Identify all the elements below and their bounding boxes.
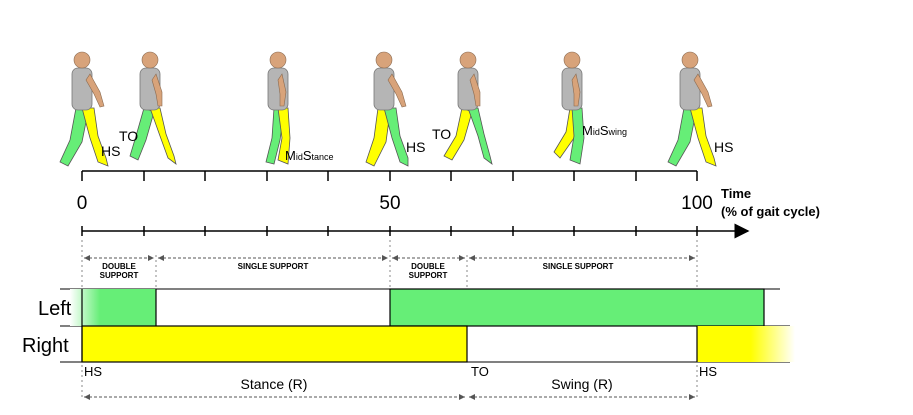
walker-figure-5 [443, 51, 493, 165]
right-bar-label: Right [22, 335, 69, 357]
head [459, 51, 477, 69]
walking-figures [59, 51, 717, 167]
figure-label-2: TO [119, 128, 138, 144]
axis-tick-labels: 0 50 100 [77, 193, 713, 214]
head [681, 51, 699, 69]
stance-leg-right [277, 107, 291, 165]
phase-labels: DOUBLE SUPPORT SINGLE SUPPORT DOUBLE SUP… [100, 262, 614, 280]
right-stance-bar [81, 325, 468, 363]
ground-line [81, 170, 698, 181]
walker-figure-2 [129, 51, 177, 165]
event-to-right: TO [471, 364, 489, 379]
figure-label-7: HS [714, 139, 733, 155]
head [73, 51, 91, 69]
bottom-events: HS TO HS Stance (R) Swing (R) [84, 364, 717, 392]
head [375, 51, 393, 69]
axis-title: Time (% of gait cycle) [721, 186, 820, 219]
stance-leg-right [689, 107, 717, 167]
figure-label-6: MidSwing [582, 123, 627, 138]
stance-label: Stance (R) [241, 376, 308, 392]
support-bars: Left Right [22, 288, 795, 363]
stance-leg-left [383, 107, 409, 167]
head [269, 51, 287, 69]
double-support-label-1a: DOUBLE [102, 262, 136, 271]
stance-leg-right [149, 107, 177, 165]
tick-label-0: 0 [77, 193, 88, 214]
single-support-label-2: SINGLE SUPPORT [543, 262, 614, 271]
torso [373, 67, 395, 111]
time-axis [81, 223, 750, 239]
walker-figure-3 [265, 51, 291, 165]
figure-label-5: TO [432, 126, 451, 142]
right-stance-bar-next [697, 326, 795, 362]
walker-figure-7 [667, 51, 717, 167]
arm [387, 73, 407, 108]
left-bar-label: Left [38, 298, 72, 320]
arm [571, 73, 581, 107]
head [563, 51, 581, 69]
walker-figure-1 [59, 51, 109, 167]
arm [693, 73, 713, 108]
figure-label-1: HS [101, 143, 120, 159]
double-support-label-2a: DOUBLE [411, 262, 445, 271]
arm [277, 73, 287, 107]
swing-label: Swing (R) [551, 376, 612, 392]
stance-leg-left [569, 107, 585, 165]
single-support-label-1: SINGLE SUPPORT [238, 262, 309, 271]
stance-leg-right [81, 107, 109, 167]
tick-label-100: 100 [681, 193, 713, 214]
left-stance-bar-start [70, 289, 156, 326]
arm [151, 73, 163, 107]
axis-title-line2: (% of gait cycle) [721, 204, 820, 219]
tick-label-50: 50 [379, 193, 400, 214]
swing-leg-left [667, 107, 697, 167]
arm [85, 73, 105, 108]
head [141, 51, 159, 69]
figure-label-4: HS [406, 139, 425, 155]
figure-labels: HS TO MidStance HS TO MidSwing HS [101, 123, 733, 163]
left-stance-bar [389, 288, 765, 327]
arm [469, 73, 481, 107]
event-hs-end: HS [699, 364, 717, 379]
torso [71, 67, 93, 111]
walker-figure-4 [365, 51, 409, 167]
walker-figure-6 [553, 51, 585, 165]
torso [679, 67, 701, 111]
event-hs-start: HS [84, 364, 102, 379]
double-support-label-1b: SUPPORT [100, 271, 139, 280]
axis-title-line1: Time [721, 186, 751, 201]
figure-label-3: MidStance [285, 148, 334, 163]
stance-leg-left [467, 107, 493, 165]
swing-leg-left [59, 107, 89, 167]
double-support-label-2b: SUPPORT [409, 271, 448, 280]
